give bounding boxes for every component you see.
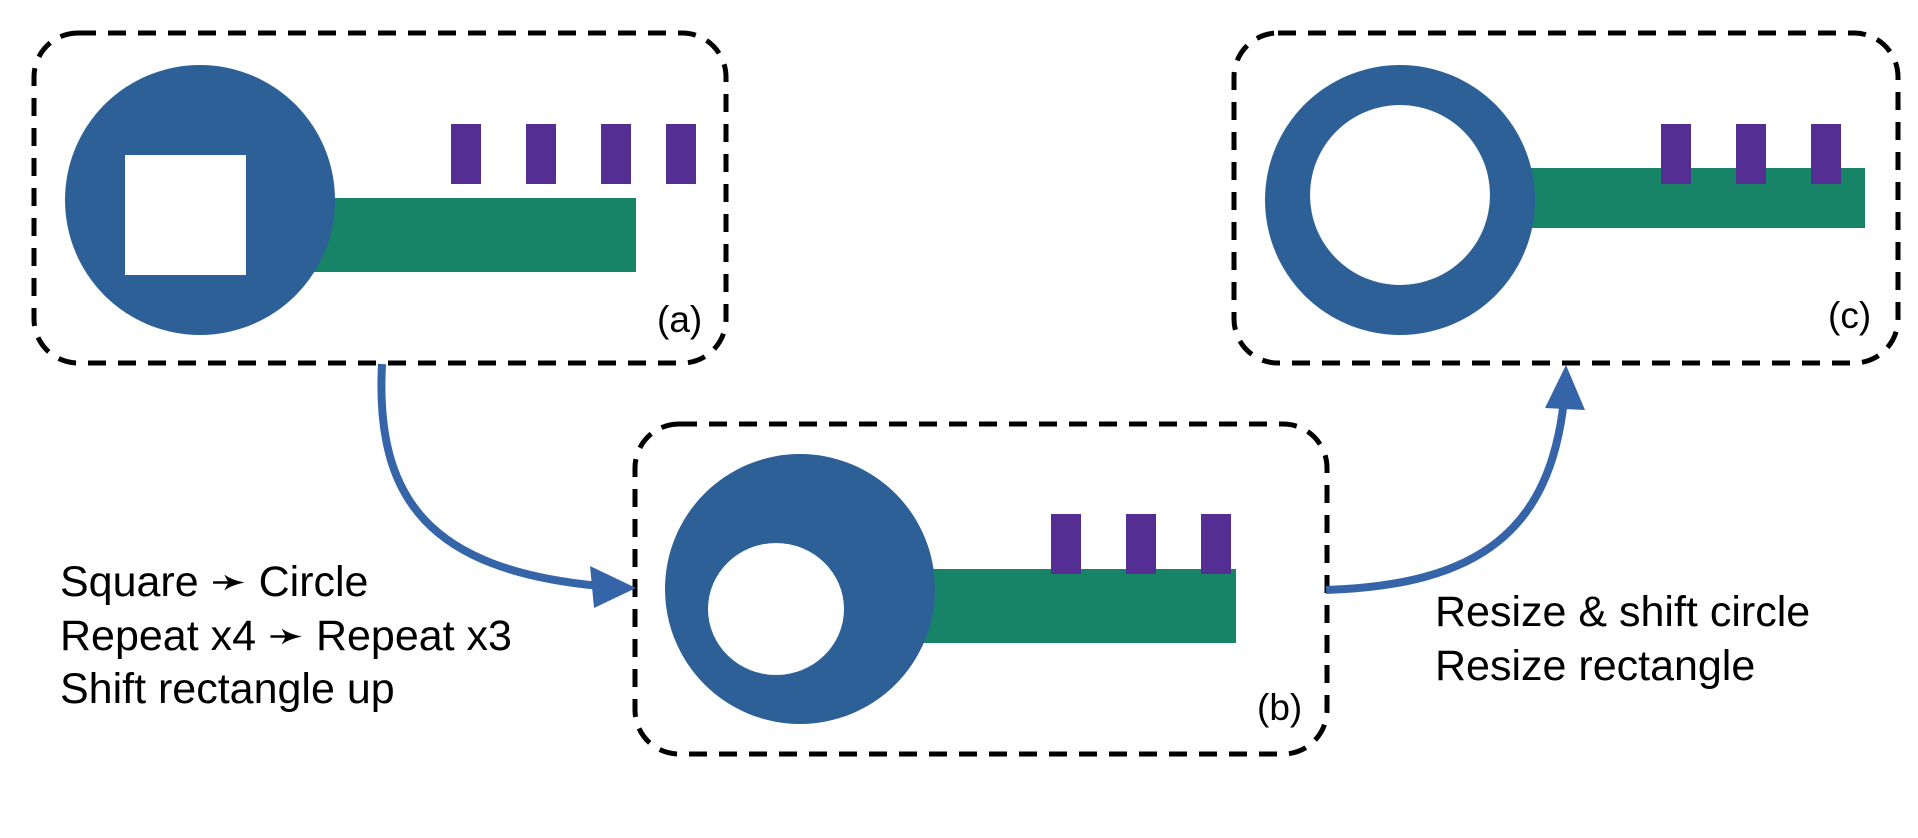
panel-b-tab-2 bbox=[1126, 514, 1156, 574]
arrow-a-to-b-line bbox=[377, 363, 601, 590]
arrow-a-to-b bbox=[377, 363, 636, 608]
edits-b-to-c: Resize & shift circle Resize rectangle bbox=[1435, 588, 1810, 690]
panel-c: (c) bbox=[1231, 30, 1901, 366]
panel-c-tab-2 bbox=[1736, 124, 1766, 184]
edit-b-to-c-line-1: Resize & shift circle bbox=[1435, 588, 1810, 636]
panel-b-tab-1 bbox=[1051, 514, 1081, 574]
panel-c-label: (c) bbox=[1828, 295, 1871, 336]
panel-c-tab-1 bbox=[1661, 124, 1691, 184]
arrow-b-to-c-line bbox=[1325, 399, 1568, 594]
arrow-b-to-c-head bbox=[1545, 365, 1585, 410]
panel-a-bar bbox=[300, 198, 636, 272]
panel-c-circle-hole bbox=[1310, 105, 1490, 285]
panel-a-label: (a) bbox=[657, 299, 702, 340]
edit-b-to-c-line-2: Resize rectangle bbox=[1435, 642, 1755, 690]
edit-a-to-b-line-1: Square ➛ Circle bbox=[60, 558, 368, 606]
panel-b-circle-hole bbox=[708, 543, 844, 675]
panel-a-tab-1 bbox=[451, 124, 481, 184]
panel-c-frame bbox=[1231, 30, 1901, 366]
arrow-a-to-b-head bbox=[590, 566, 636, 608]
panel-a-tab-2 bbox=[526, 124, 556, 184]
panel-b-label: (b) bbox=[1257, 687, 1302, 728]
panel-b-tab-3 bbox=[1201, 514, 1231, 574]
edit-a-to-b-line-2: Repeat x4 ➛ Repeat x3 bbox=[60, 612, 512, 660]
panel-b: (b) bbox=[632, 421, 1330, 757]
panel-a-tab-3 bbox=[601, 124, 631, 184]
edits-a-to-b: Square ➛ Circle Repeat x4 ➛ Repeat x3 Sh… bbox=[60, 558, 512, 713]
edit-a-to-b-line-3: Shift rectangle up bbox=[60, 665, 395, 713]
panel-a-tab-4 bbox=[666, 124, 696, 184]
panel-a-frame bbox=[31, 30, 729, 366]
panel-a-square-hole bbox=[125, 155, 246, 275]
panel-a: (a) bbox=[31, 30, 729, 366]
panel-b-bar bbox=[900, 569, 1236, 643]
arrow-b-to-c bbox=[1325, 365, 1585, 594]
panel-c-tab-3 bbox=[1811, 124, 1841, 184]
